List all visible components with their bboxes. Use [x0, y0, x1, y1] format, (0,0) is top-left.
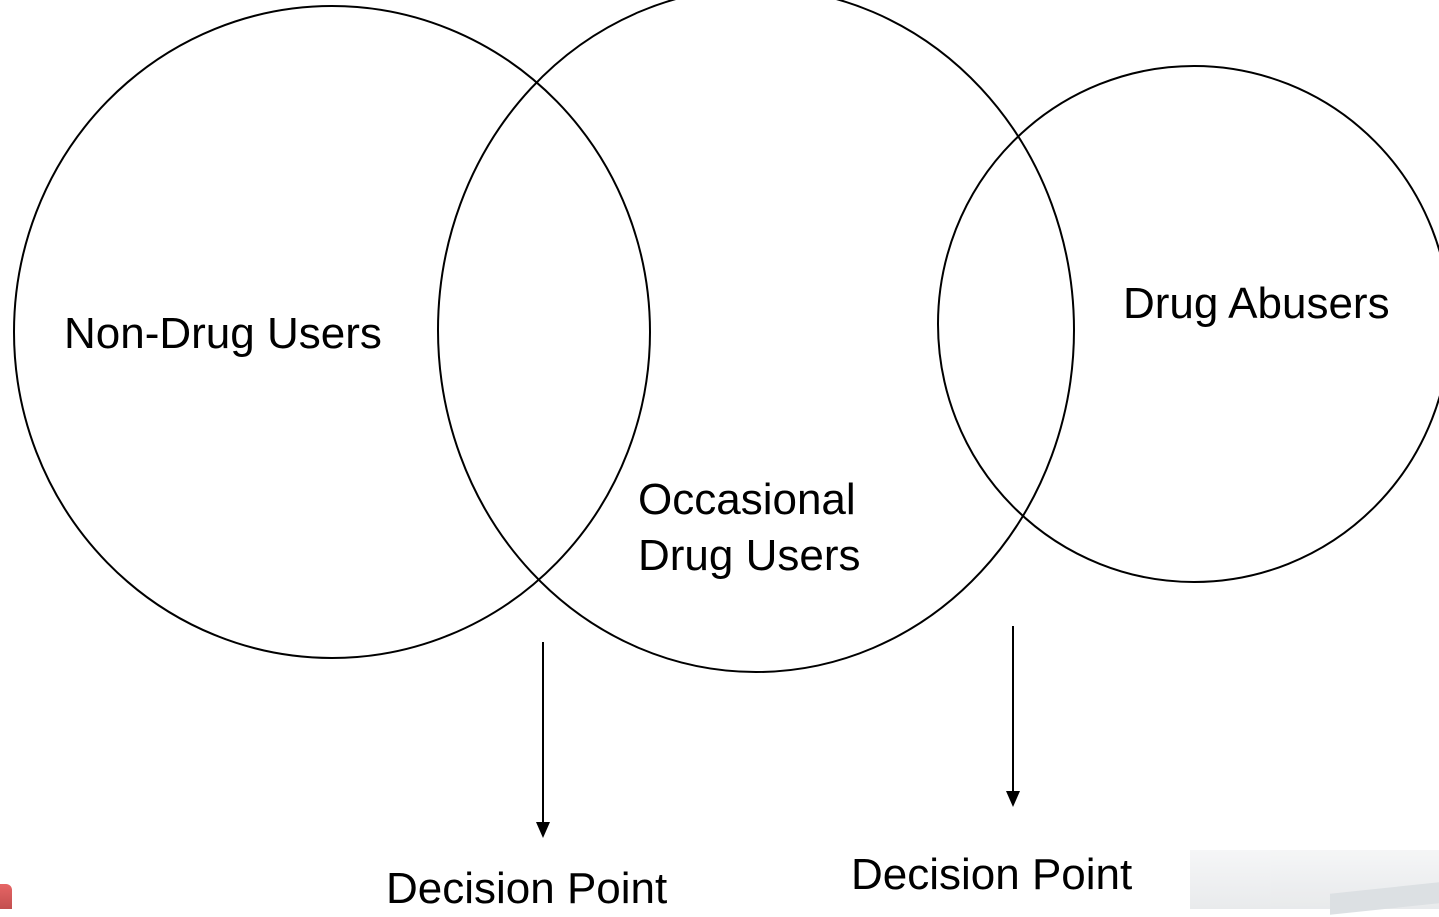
decision-point-label-2: Decision Point	[851, 850, 1133, 899]
occasional-drug-users-label-line-1: Occasional	[638, 475, 856, 524]
occasional-drug-users-label-line-2: Drug Users	[638, 531, 861, 580]
occasional-drug-users-label: Occasional Drug Users	[638, 472, 861, 584]
decision-arrow-2-head	[1006, 791, 1020, 807]
non-drug-users-label: Non-Drug Users	[64, 309, 382, 358]
corner-decoration-left	[0, 884, 12, 909]
decision-point-label-1: Decision Point	[386, 864, 668, 913]
drug-abusers-circle	[937, 65, 1439, 583]
non-drug-users-circle	[13, 5, 651, 659]
occasional-drug-users-circle	[437, 0, 1075, 673]
drug-abusers-label: Drug Abusers	[1123, 279, 1390, 328]
decision-arrow-1-head	[536, 822, 550, 838]
corner-decoration-right	[1190, 850, 1439, 915]
corner-decoration-right-stub	[1330, 882, 1439, 915]
